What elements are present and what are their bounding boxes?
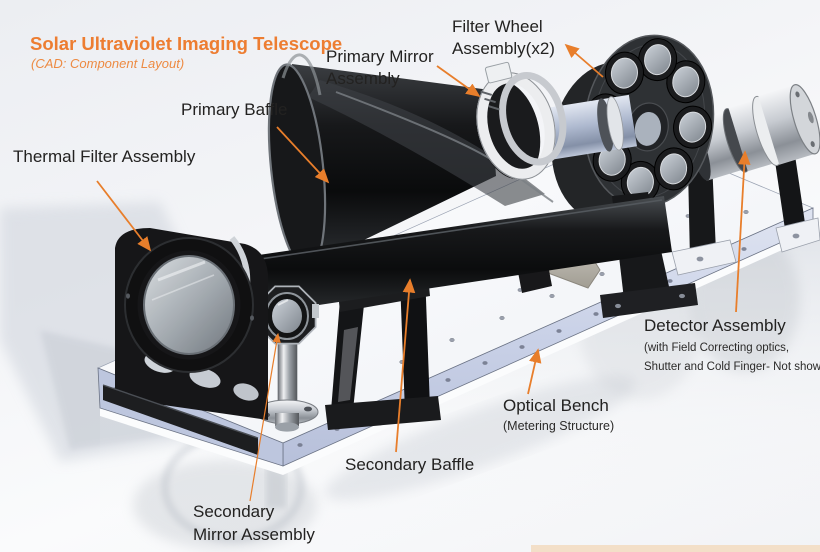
arrow-optical-bench	[527, 348, 542, 395]
filter-wheel-graphic	[551, 34, 715, 318]
primary-mirror-clamp-graphic	[543, 94, 638, 160]
arrow-thermal-filter	[96, 180, 152, 252]
arrow-secondary-baffle	[395, 278, 416, 453]
slide-accent-bar	[531, 545, 820, 552]
page-subtitle: (CAD: Component Layout)	[31, 56, 185, 71]
label-optical-bench: Optical Bench (Metering Structure)	[503, 396, 615, 433]
thermal-filter-graphic	[102, 228, 268, 455]
arrow-detector	[735, 150, 751, 313]
label-primary-baffle: Primary Baffle	[181, 100, 288, 119]
secondary-mirror-graphic	[255, 285, 319, 432]
label-thermal-filter-assembly: Thermal Filter Assembly	[13, 147, 196, 166]
arrow-secondary-mirror	[249, 332, 281, 502]
label-filter-wheel-assembly: Filter Wheel Assembly(x2)	[452, 17, 555, 58]
primary-mirror-ring-graphic	[476, 61, 567, 180]
arrow-primary-mirror	[436, 65, 481, 98]
label-secondary-mirror-assembly: Secondary Mirror Assembly	[193, 502, 315, 544]
primary-baffle-graphic	[267, 53, 554, 271]
arrow-primary-baffle	[276, 126, 330, 184]
leader-arrows	[96, 43, 751, 502]
label-primary-mirror-assembly: Primary Mirror Assembly	[326, 47, 434, 88]
arrow-filter-wheel	[564, 43, 604, 78]
label-detector-assembly: Detector Assembly (with Field Correcting…	[644, 316, 820, 373]
page-title: Solar Ultraviolet Imaging Telescope	[30, 33, 343, 54]
label-secondary-baffle: Secondary Baffle	[345, 455, 475, 474]
